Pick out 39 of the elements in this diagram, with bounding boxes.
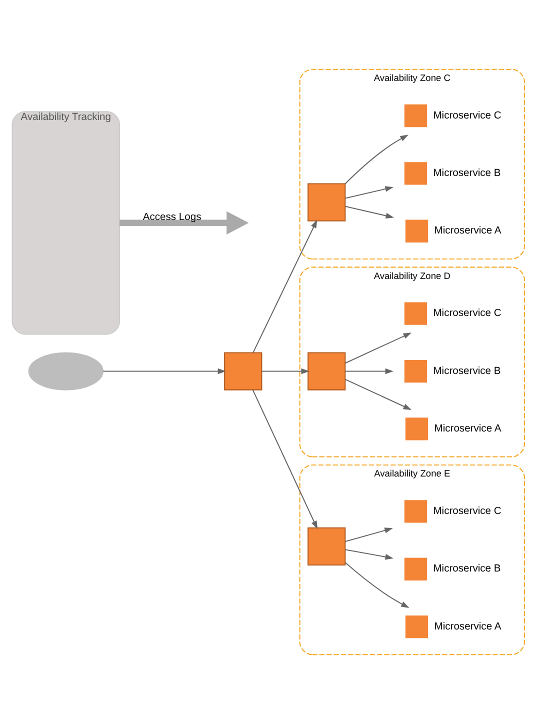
node-box bbox=[308, 526, 346, 565]
node-box bbox=[404, 104, 428, 127]
node-label: Microservice A bbox=[434, 225, 502, 236]
arrow bbox=[345, 186, 394, 198]
node-box: Availability Tracking bbox=[12, 110, 120, 334]
node-label: Microservice A bbox=[434, 423, 502, 434]
node-label: Microservice C bbox=[433, 308, 502, 319]
arrow bbox=[345, 332, 412, 364]
arrow bbox=[262, 368, 310, 374]
arrow bbox=[120, 210, 249, 234]
node-box bbox=[405, 614, 428, 638]
node-label: Microservice A bbox=[434, 620, 502, 632]
node-label: Microservice B bbox=[433, 563, 501, 574]
node-cloud bbox=[28, 352, 104, 390]
arrow bbox=[344, 562, 410, 608]
node-label: Microservice C bbox=[433, 110, 502, 121]
arrow bbox=[344, 134, 408, 184]
arrow bbox=[345, 527, 393, 542]
arrow bbox=[345, 378, 412, 410]
node-label: Microservice B bbox=[433, 168, 501, 179]
arrow bbox=[345, 548, 394, 560]
node-label: Microservice B bbox=[433, 365, 501, 376]
node-box bbox=[405, 417, 428, 440]
node-box bbox=[404, 302, 428, 324]
arrow bbox=[103, 368, 226, 374]
arrow bbox=[345, 205, 394, 218]
arrow bbox=[252, 219, 318, 352]
node-box bbox=[224, 352, 262, 390]
node-box bbox=[404, 500, 428, 522]
node-box bbox=[404, 557, 428, 580]
node-box bbox=[308, 352, 346, 390]
node-label: Microservice C bbox=[433, 505, 502, 516]
edge-label: Access Logs bbox=[142, 211, 202, 222]
node-box bbox=[404, 359, 428, 382]
arrow bbox=[345, 368, 394, 374]
node-box bbox=[405, 219, 428, 242]
node-box bbox=[404, 162, 428, 184]
node-box bbox=[308, 182, 346, 221]
arrow bbox=[252, 389, 318, 529]
